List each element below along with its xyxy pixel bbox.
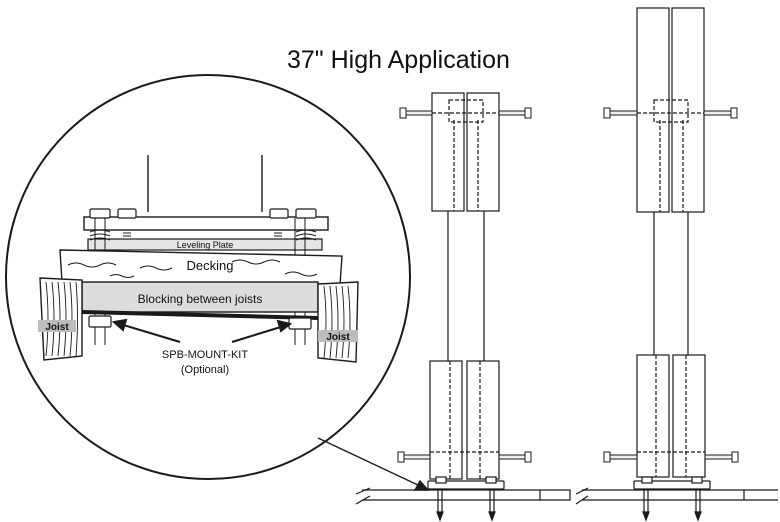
joist-left: Joist	[38, 277, 83, 361]
mount-kit-label: SPB-MOUNT-KIT	[162, 349, 248, 361]
joist-left-tag	[38, 320, 76, 332]
detail-callout: Leveling Plate Decking Blocking between …	[5, 74, 411, 480]
kit-arrows	[111, 318, 293, 343]
decking-label: Decking	[187, 258, 234, 273]
detail-leader-arrow	[317, 437, 430, 491]
blocking-label: Blocking between joists	[138, 292, 263, 306]
optional-label: (Optional)	[181, 364, 229, 376]
leveling-plate-label: Leveling Plate	[177, 240, 234, 250]
joist-right-label: Joist	[326, 332, 350, 343]
post-assembly-left	[355, 92, 571, 522]
mount-plate	[83, 216, 329, 231]
diagram-title: 37" High Application	[287, 46, 510, 74]
joist-right: Joist	[317, 281, 359, 363]
bottom-nuts	[88, 315, 312, 330]
joist-right-tag	[318, 330, 358, 342]
leveling-plate	[87, 238, 323, 251]
top-nuts	[89, 208, 317, 219]
spring-washers	[89, 229, 317, 241]
joist-left-label: Joist	[45, 322, 69, 333]
post-assembly-right	[575, 7, 778, 522]
